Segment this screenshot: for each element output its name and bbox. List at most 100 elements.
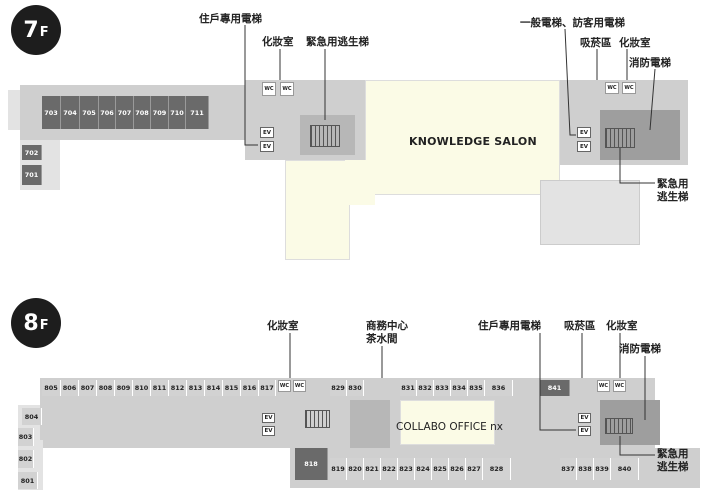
room-826: 826 [449, 458, 466, 480]
room-804: 804 [22, 408, 42, 425]
room-832: 832 [417, 380, 434, 396]
room-808: 808 [97, 380, 115, 396]
room-823: 823 [398, 458, 415, 480]
room-835: 835 [468, 380, 485, 396]
room-839: 839 [594, 458, 611, 480]
room-708: 708 [134, 96, 151, 129]
room-814: 814 [205, 380, 223, 396]
floor8-business-center-label: 商務中心 [366, 320, 408, 332]
floor7-right-lower [540, 180, 640, 245]
floor8-smoking-label: 吸菸區 [564, 320, 596, 332]
room-841: 841 [540, 380, 570, 396]
floor8-pantry-label: 茶水間 [366, 333, 398, 345]
floor8-wc-2: WC [293, 380, 306, 392]
floor7-general-elevator-label: 一般電梯、訪客用電梯 [520, 17, 625, 29]
floor7-emergency-right-label-1: 緊急用 [657, 178, 689, 190]
room-821: 821 [364, 458, 381, 480]
floor7-fire-elevator-label: 消防電梯 [629, 57, 671, 69]
floor8-stairs-right [605, 418, 633, 434]
floor7-ev-2: EV [260, 141, 274, 152]
floor8-stairs-left [305, 410, 330, 428]
room-707: 707 [116, 96, 134, 129]
floor-8-number: 8 [23, 310, 39, 336]
floor7-wc-2: WC [280, 82, 294, 96]
floor8-fire-elevator-label: 消防電梯 [619, 343, 661, 355]
floor7-wc-3: WC [605, 82, 619, 94]
floor-8-suffix: F [39, 318, 49, 333]
floor7-emergency-stairs-label: 緊急用逃生梯 [306, 36, 369, 48]
room-836: 836 [485, 380, 513, 396]
room-703: 703 [42, 96, 61, 129]
room-711: 711 [186, 96, 209, 129]
room-837: 837 [560, 458, 577, 480]
room-833: 833 [434, 380, 451, 396]
floor8-emergency-label-2: 逃生梯 [657, 461, 689, 473]
floor-7-number: 7 [23, 17, 39, 43]
room-806: 806 [61, 380, 79, 396]
floor8-core-left [350, 400, 390, 448]
room-815: 815 [223, 380, 241, 396]
room-834: 834 [451, 380, 468, 396]
room-827: 827 [466, 458, 483, 480]
floor8-wc-4: WC [613, 380, 626, 392]
floor7-restroom-right-label: 化妝室 [619, 37, 651, 49]
floor8-left-mid [40, 395, 290, 440]
floor8-emergency-label-1: 緊急用 [657, 448, 689, 460]
floor8-restroom-right-label: 化妝室 [606, 320, 638, 332]
room-704: 704 [61, 96, 80, 129]
floor7-resident-elevator-label: 住戶專用電梯 [199, 13, 262, 25]
room-817: 817 [259, 380, 276, 396]
knowledge-salon-label: KNOWLEDGE SALON [409, 135, 537, 148]
floor7-stairs-left [310, 125, 340, 147]
room-710: 710 [169, 96, 186, 129]
room-803: 803 [18, 428, 34, 446]
floor8-collabo-area [400, 400, 495, 445]
room-812: 812 [169, 380, 187, 396]
floor7-salon-mid [345, 160, 375, 205]
floor7-salon-lower [285, 160, 350, 260]
room-810: 810 [133, 380, 151, 396]
room-706: 706 [99, 96, 116, 129]
floor7-ev-1: EV [260, 127, 274, 138]
room-805: 805 [42, 380, 61, 396]
room-701: 701 [22, 165, 42, 185]
room-807: 807 [79, 380, 97, 396]
room-831: 831 [400, 380, 417, 396]
collabo-office-label: COLLABO OFFICE nx [396, 421, 503, 433]
floor8-resident-elevator-label: 住戶專用電梯 [478, 320, 541, 332]
floor-7-suffix: F [39, 25, 49, 40]
room-802: 802 [18, 450, 34, 468]
room-819: 819 [330, 458, 347, 480]
room-809: 809 [115, 380, 133, 396]
room-709: 709 [151, 96, 169, 129]
room-838: 838 [577, 458, 594, 480]
room-828: 828 [483, 458, 511, 480]
floor7-emergency-right-label-2: 逃生梯 [657, 191, 689, 203]
floor8-ev-4: EV [578, 426, 591, 436]
room-830: 830 [347, 380, 364, 396]
floor8-ev-2: EV [262, 426, 275, 436]
floor7-smoking-label: 吸菸區 [580, 37, 612, 49]
room-824: 824 [415, 458, 432, 480]
floor8-restroom-label: 化妝室 [267, 320, 299, 332]
room-705: 705 [80, 96, 99, 129]
floor8-ev-3: EV [578, 413, 591, 423]
floor7-stairs-right [605, 128, 635, 148]
floor7-wc-1: WC [262, 82, 276, 96]
floor8-ev-1: EV [262, 413, 275, 423]
room-818: 818 [295, 448, 328, 480]
room-702: 702 [22, 145, 42, 160]
room-813: 813 [187, 380, 205, 396]
floor8-wc-1: WC [278, 380, 291, 392]
room-822: 822 [381, 458, 398, 480]
room-825: 825 [432, 458, 449, 480]
room-820: 820 [347, 458, 364, 480]
room-840: 840 [611, 458, 639, 480]
floor7-wc-4: WC [622, 82, 636, 94]
room-816: 816 [241, 380, 259, 396]
floor7-ev-4: EV [577, 141, 591, 152]
floor8-wc-3: WC [597, 380, 610, 392]
